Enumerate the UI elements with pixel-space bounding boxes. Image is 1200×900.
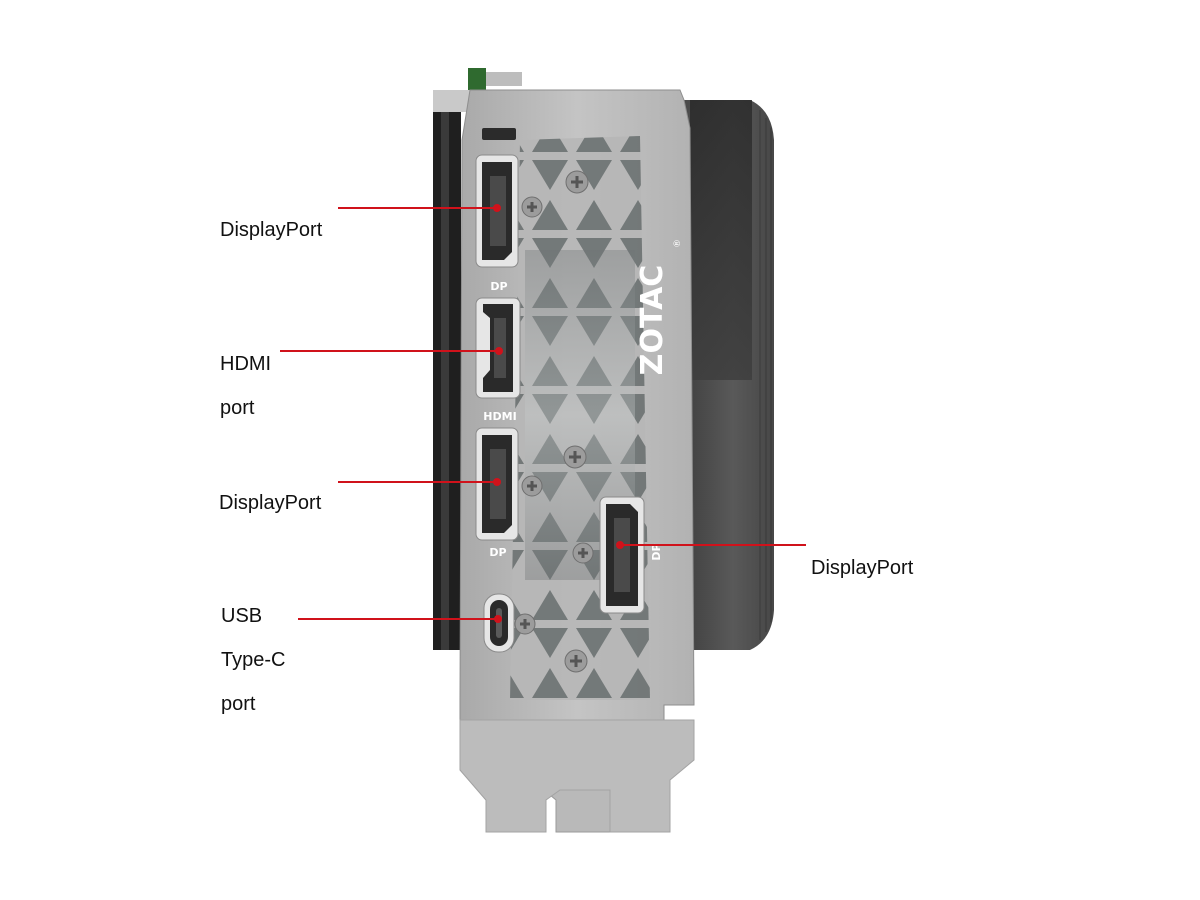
callout-hdmi-line2: port bbox=[220, 397, 255, 419]
callout-usbc-line2: Type-C bbox=[221, 649, 286, 671]
zotac-logo-text: ZOTAC bbox=[635, 265, 670, 376]
callout-usbc-line3: port bbox=[221, 693, 256, 715]
callout-hdmi-port: HDMI port bbox=[220, 331, 271, 441]
hdmi-tag: HDMI bbox=[483, 410, 516, 423]
displayport-right-port bbox=[599, 496, 645, 614]
usb-type-c-port bbox=[483, 593, 515, 653]
callout-usb-type-c-port: USB Type-C port bbox=[221, 583, 285, 737]
dp-right-tag: DP bbox=[650, 543, 663, 560]
callout-displayport-top: DisplayPort bbox=[220, 197, 322, 241]
callout-usbc-line1: USB bbox=[221, 605, 263, 627]
screw-icon bbox=[514, 170, 594, 673]
callout-displayport-middle-text: DisplayPort bbox=[219, 492, 322, 514]
leader-lines bbox=[280, 204, 806, 623]
pcb-edge bbox=[433, 68, 522, 650]
callout-displayport-top-text: DisplayPort bbox=[220, 219, 323, 241]
zotac-logo: ZOTAC ® bbox=[635, 239, 683, 375]
dp-top-tag: DP bbox=[490, 280, 507, 293]
dp-middle-tag: DP bbox=[489, 546, 506, 559]
heatsink bbox=[672, 100, 774, 650]
callout-displayport-right-text: DisplayPort bbox=[811, 557, 914, 579]
callout-hdmi-line1: HDMI bbox=[220, 353, 272, 375]
callout-displayport-middle: DisplayPort bbox=[219, 470, 321, 514]
registered-mark: ® bbox=[673, 239, 683, 248]
callout-displayport-right: DisplayPort bbox=[811, 535, 913, 579]
